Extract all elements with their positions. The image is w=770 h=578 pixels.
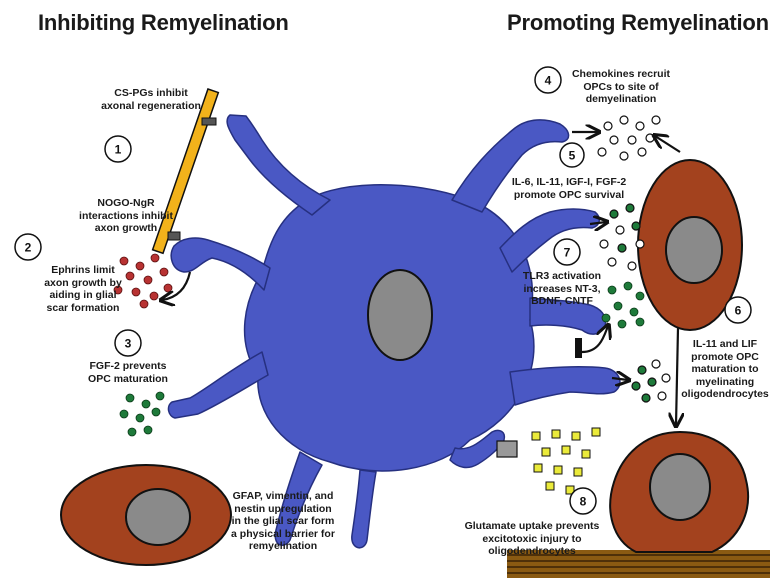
step-marker-8: 8 xyxy=(570,488,596,514)
step-marker-1: 1 xyxy=(105,136,131,162)
step-marker-5: 5 xyxy=(560,143,584,167)
arrow-to-oligo xyxy=(655,136,680,152)
svg-text:6: 6 xyxy=(735,304,742,318)
svg-text:2: 2 xyxy=(25,241,32,255)
step-marker-3: 3 xyxy=(115,330,141,356)
title-inhibiting: Inhibiting Remyelination xyxy=(38,10,289,36)
astrocyte-process-right-2 xyxy=(510,367,620,405)
glutamate-transporter xyxy=(497,441,517,457)
step-marker-7: 7 xyxy=(554,239,580,265)
astrocyte-process-upper-right-2 xyxy=(500,209,599,272)
right-oligodendrocyte-nucleus xyxy=(666,217,722,283)
step-marker-2: 2 xyxy=(15,234,41,260)
svg-text:1: 1 xyxy=(115,143,122,157)
fgf2-dots xyxy=(120,392,164,436)
arrow-maturation xyxy=(676,328,678,425)
tlr3-receptor xyxy=(575,338,582,358)
cspg-receptor xyxy=(202,118,216,125)
title-promoting: Promoting Remyelination xyxy=(507,10,769,36)
svg-text:3: 3 xyxy=(125,337,132,351)
svg-text:4: 4 xyxy=(545,74,552,88)
myelinating-oligodendrocyte-nucleus xyxy=(650,454,710,520)
astrocyte-process-upper-left xyxy=(227,115,330,215)
astrocyte-nucleus xyxy=(368,270,432,360)
left-oligodendrocyte-nucleus xyxy=(126,489,190,545)
svg-text:7: 7 xyxy=(564,246,571,260)
maturation-factor-dots xyxy=(632,360,670,402)
svg-text:8: 8 xyxy=(580,495,587,509)
chemokine-dots xyxy=(598,116,660,160)
svg-text:5: 5 xyxy=(569,149,576,163)
glutamate-squares xyxy=(532,428,600,494)
step-marker-6: 6 xyxy=(725,297,751,323)
